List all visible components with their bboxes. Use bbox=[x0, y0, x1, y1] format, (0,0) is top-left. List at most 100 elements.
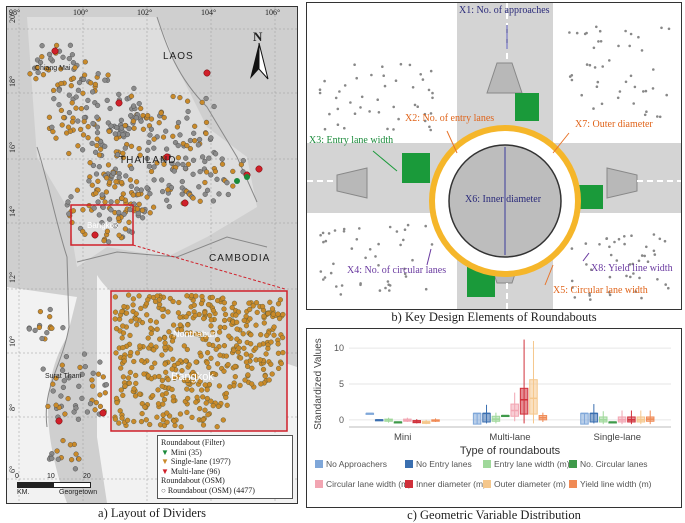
bangkok-inset bbox=[110, 290, 288, 432]
box-no-circular-lanes-single-lane bbox=[608, 421, 617, 424]
box-circular-lane-width-m--single-lane bbox=[617, 410, 627, 425]
legend-swatch bbox=[315, 460, 323, 468]
legend-swatch bbox=[315, 480, 323, 488]
legend-label: Circular lane width (m) bbox=[326, 479, 411, 489]
map-panel: 20°18°16°14°12°10°8°6° 98°100°102°104°10… bbox=[6, 6, 298, 504]
lat-tick-label: 14° bbox=[8, 205, 17, 217]
lat-tick-label: 8° bbox=[8, 403, 17, 411]
box-outer-diameter-m--multi-lane bbox=[529, 341, 538, 424]
label-x3: X3: Entry lane width bbox=[309, 135, 394, 146]
lon-tick-label: 106° bbox=[265, 8, 281, 17]
y-tick-label: 0 bbox=[339, 415, 344, 425]
roundabout-diagram-panel: X1: No. of approaches X2: No. of entry l… bbox=[306, 2, 682, 310]
box-no-approachers-multi-lane bbox=[472, 412, 482, 425]
box-inner-diameter-m--single-lane bbox=[627, 410, 636, 425]
legend-swatch bbox=[483, 460, 491, 468]
box-body bbox=[519, 387, 529, 415]
north-label: N bbox=[253, 29, 263, 44]
roundabout-points bbox=[26, 42, 263, 472]
lat-tick-label: 18° bbox=[8, 75, 17, 87]
legend-osm-title: Roundabout (OSM) bbox=[161, 476, 225, 486]
legend-label: No. Circular lanes bbox=[580, 459, 648, 469]
legend-swatch bbox=[405, 460, 413, 468]
legend-item: Entry lane width (m) bbox=[483, 459, 570, 469]
bangkok-highlight-box bbox=[70, 204, 134, 246]
lat-tick-label: 16° bbox=[8, 141, 17, 153]
north-arrow-icon bbox=[250, 42, 269, 80]
box-inner-diameter-m--multi-lane bbox=[519, 339, 529, 424]
inset-city-bangkok: Bangkok bbox=[171, 371, 214, 383]
box-outer-diameter-m--mini bbox=[421, 419, 431, 425]
city-chiang-mai: Chiang Mai bbox=[35, 65, 71, 72]
legend-label: Outer diameter (m) bbox=[494, 479, 566, 489]
legend-label: Inner diameter (m) bbox=[416, 479, 486, 489]
city-bangkok: Bangkok bbox=[87, 221, 119, 230]
label-x4: X4: No. of circular lanes bbox=[347, 265, 447, 276]
lon-tick-label: 102° bbox=[137, 8, 153, 17]
box-no-approachers-single-lane bbox=[580, 412, 589, 425]
verge-pattern bbox=[318, 25, 671, 301]
legend-label: No Entry lanes bbox=[416, 459, 472, 469]
entry-lane-green-west bbox=[402, 153, 430, 183]
box-entry-lane-width-m--single-lane bbox=[598, 411, 608, 425]
label-x1: X1: No. of approaches bbox=[459, 5, 550, 16]
caption-a: a) Layout of Dividers bbox=[98, 506, 206, 520]
box-body bbox=[589, 412, 599, 423]
box-no-entry-lanes-mini bbox=[374, 419, 384, 422]
legend-item: No Entry lanes bbox=[405, 459, 472, 469]
legend-item: No Approachers bbox=[315, 459, 387, 469]
lon-tick-label: 100° bbox=[73, 8, 89, 17]
label-x8: X8: Yield line width bbox=[591, 263, 673, 274]
box-no-circular-lanes-multi-lane bbox=[501, 414, 510, 418]
box-no-circular-lanes-mini bbox=[393, 421, 403, 424]
lon-tick-label: 98° bbox=[9, 8, 21, 17]
x-category-label: Single-lane bbox=[594, 432, 642, 443]
box-yield-line-width-m--mini bbox=[431, 418, 440, 422]
box-entry-lane-width-m--multi-lane bbox=[491, 412, 501, 424]
city-surat-thani: Surat Thani bbox=[45, 373, 82, 380]
box-no-approachers-mini bbox=[365, 412, 375, 415]
box-inner-diameter-m--mini bbox=[412, 419, 422, 424]
label-x7: X7: Outer diameter bbox=[575, 119, 653, 130]
box-yield-line-width-m--single-lane bbox=[645, 410, 655, 425]
legend-swatch bbox=[569, 480, 577, 488]
y-tick-label: 10 bbox=[334, 343, 344, 353]
lat-tick-label: 12° bbox=[8, 271, 17, 283]
box-body bbox=[529, 379, 538, 415]
label-x2: X2: No. of entry lanes bbox=[405, 113, 495, 124]
label-x6: X6: Inner diameter bbox=[465, 194, 542, 205]
y-axis-label: Standardized Values bbox=[313, 338, 324, 430]
x-category-label: Mini bbox=[394, 432, 411, 443]
country-cambodia: CAMBODIA bbox=[209, 253, 271, 264]
legend-item: Inner diameter (m) bbox=[405, 479, 486, 489]
box-body bbox=[472, 412, 482, 425]
caption-b: b) Key Design Elements of Roundabouts bbox=[391, 310, 597, 324]
roundabout-diagram-svg bbox=[307, 3, 681, 309]
y-tick-label: 5 bbox=[339, 379, 344, 389]
legend-label: No Approachers bbox=[326, 459, 387, 469]
country-laos: LAOS bbox=[163, 51, 194, 62]
legend-item: No. Circular lanes bbox=[569, 459, 648, 469]
entry-lane-green-north bbox=[515, 93, 539, 121]
caption-c: c) Geometric Variable Distribution bbox=[407, 508, 581, 522]
legend-label: Entry lane width (m) bbox=[494, 459, 570, 469]
legend-item-multi-lane: ▼ Multi-lane (96) bbox=[161, 466, 221, 476]
inset-city-nonthaburi: Nonthaburi bbox=[173, 329, 218, 339]
label-x5: X5: Circular lane width bbox=[553, 285, 648, 296]
country-thailand: THAILAND bbox=[119, 155, 177, 166]
legend-filter-title: Roundabout (Filter) bbox=[161, 438, 225, 447]
legend-item: Outer diameter (m) bbox=[483, 479, 566, 489]
box-body bbox=[580, 412, 589, 425]
map-graticule bbox=[7, 7, 297, 503]
legend-swatch bbox=[569, 460, 577, 468]
lon-tick-label: 104° bbox=[201, 8, 217, 17]
legend-item: Circular lane width (m) bbox=[315, 479, 411, 489]
x-category-label: Multi-lane bbox=[489, 432, 530, 443]
box-no-entry-lanes-single-lane bbox=[589, 404, 599, 424]
box-entry-lane-width-m--mini bbox=[384, 417, 393, 423]
lat-tick-label: 6° bbox=[8, 465, 17, 473]
box-no-entry-lanes-multi-lane bbox=[482, 404, 491, 424]
legend-item: Yield line width (m) bbox=[569, 479, 652, 489]
box-outer-diameter-m--single-lane bbox=[636, 410, 646, 425]
